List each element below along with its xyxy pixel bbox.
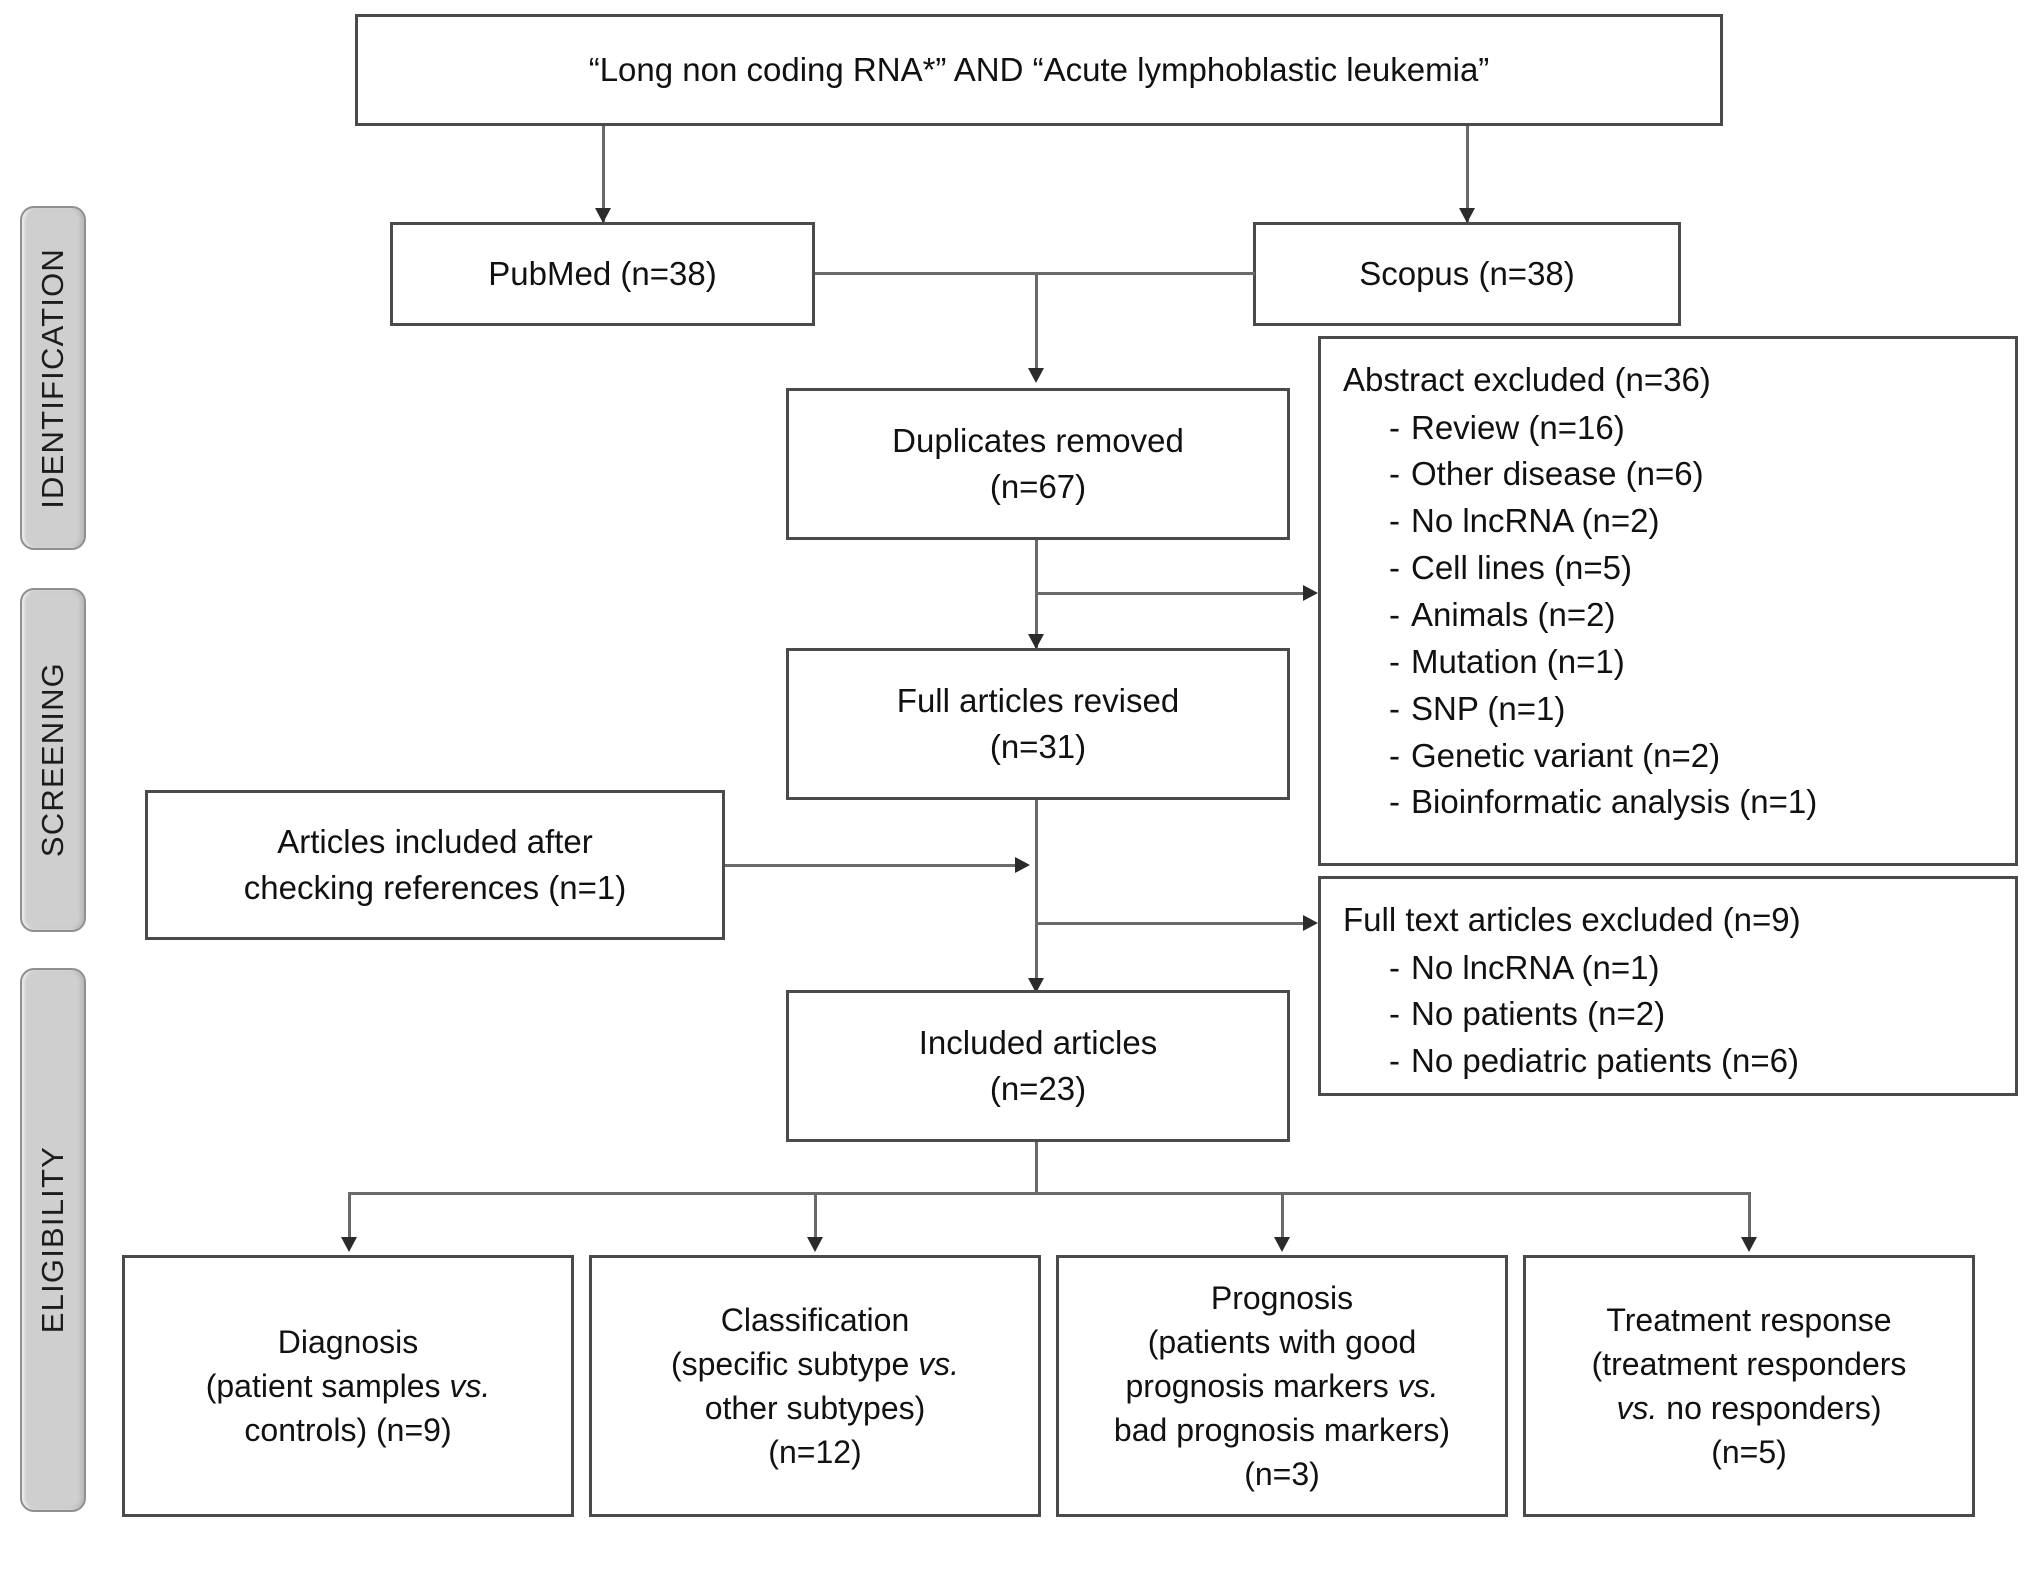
outcome-line: (specific subtype vs. bbox=[670, 1345, 960, 1382]
list-item: -Other disease (n=6) bbox=[1389, 455, 1704, 493]
outcome-line: controls) (n=9) bbox=[244, 1412, 452, 1449]
outcome-line: (n=3) bbox=[1244, 1456, 1320, 1493]
arrow-merge-to-duplicates bbox=[1028, 368, 1044, 383]
connector-included-to-fanout-vert bbox=[1035, 1142, 1038, 1194]
outcome-line: (n=5) bbox=[1711, 1434, 1787, 1471]
arrow-full-to-included bbox=[1028, 978, 1044, 993]
outcome-line: Diagnosis bbox=[277, 1323, 419, 1360]
source-label-pubmed: PubMed (n=38) bbox=[488, 255, 717, 293]
arrow-to-fulltext-excluded bbox=[1303, 915, 1318, 931]
arrow-duplicates-to-full bbox=[1028, 634, 1044, 649]
stage-bar-identification: IDENTIFICATION bbox=[20, 206, 86, 550]
arrow-fanout-to-diagnosis bbox=[341, 1237, 357, 1252]
connector-full-to-included-vert bbox=[1035, 800, 1038, 990]
connector-fanout-horiz bbox=[348, 1192, 1748, 1195]
outcome-line: prognosis markers vs. bbox=[1125, 1367, 1439, 1404]
list-item: -No patients (n=2) bbox=[1389, 995, 1666, 1033]
search-query-box: “Long non coding RNA*” AND “Acute lympho… bbox=[355, 14, 1723, 126]
list-item: -Review (n=16) bbox=[1389, 408, 1625, 446]
full-articles-revised-box: Full articles revised (n=31) bbox=[786, 648, 1290, 800]
source-box-scopus: Scopus (n=38) bbox=[1253, 222, 1681, 326]
outcome-line: vs. no responders) bbox=[1616, 1390, 1882, 1426]
list-item: -Mutation (n=1) bbox=[1389, 642, 1625, 680]
connector-references-to-trunk bbox=[725, 864, 1015, 867]
outcome-line: (n=12) bbox=[768, 1434, 862, 1471]
abstract-excluded-list: -Review (n=16) -Other disease (n=6) -No … bbox=[1343, 405, 1993, 827]
outcome-line: bad prognosis markers) bbox=[1113, 1412, 1451, 1449]
search-query-text: “Long non coding RNA*” AND “Acute lympho… bbox=[588, 51, 1490, 89]
outcome-line: (patient samples vs. bbox=[205, 1367, 491, 1404]
list-item: -SNP (n=1) bbox=[1389, 689, 1566, 727]
list-item: -No lncRNA (n=2) bbox=[1389, 502, 1660, 540]
outcome-line: Prognosis bbox=[1210, 1279, 1354, 1316]
list-item: -No pediatric patients (n=6) bbox=[1389, 1042, 1799, 1080]
references-included-line1: Articles included after bbox=[277, 823, 593, 861]
stage-bar-eligibility: ELIGIBILITY bbox=[20, 968, 86, 1512]
list-item: -No lncRNA (n=1) bbox=[1389, 948, 1660, 986]
arrow-fanout-to-classification bbox=[807, 1237, 823, 1252]
connector-fanout-to-treatment bbox=[1748, 1192, 1751, 1248]
arrow-fanout-to-treatment bbox=[1741, 1237, 1757, 1252]
list-item: -Bioinformatic analysis (n=1) bbox=[1389, 783, 1818, 821]
outcome-line: (patients with good bbox=[1147, 1323, 1417, 1360]
stage-label-screening: SCREENING bbox=[35, 662, 70, 858]
fulltext-excluded-box: Full text articles excluded (n=9) -No ln… bbox=[1318, 876, 2018, 1096]
fulltext-excluded-list: -No lncRNA (n=1) -No patients (n=2) -No … bbox=[1343, 945, 1993, 1086]
outcome-line: Classification bbox=[720, 1301, 910, 1338]
arrow-query-to-scopus bbox=[1459, 208, 1475, 223]
included-articles-line2: (n=23) bbox=[989, 1070, 1087, 1107]
included-articles-line1: Included articles bbox=[918, 1024, 1158, 1062]
stage-label-eligibility: ELIGIBILITY bbox=[35, 1146, 70, 1334]
abstract-excluded-box: Abstract excluded (n=36) -Review (n=16) … bbox=[1318, 336, 2018, 866]
arrow-to-abstract-excluded bbox=[1303, 585, 1318, 601]
full-articles-line2: (n=31) bbox=[989, 728, 1087, 765]
references-included-line2: checking references (n=1) bbox=[243, 869, 627, 906]
duplicates-removed-line1: Duplicates removed bbox=[892, 422, 1184, 460]
connector-branch-fulltext-excluded bbox=[1035, 922, 1303, 925]
list-item: -Cell lines (n=5) bbox=[1389, 549, 1633, 587]
abstract-excluded-heading: Abstract excluded (n=36) bbox=[1343, 361, 1711, 398]
included-articles-box: Included articles (n=23) bbox=[786, 990, 1290, 1142]
stage-label-identification: IDENTIFICATION bbox=[35, 247, 70, 509]
fulltext-excluded-heading: Full text articles excluded (n=9) bbox=[1343, 901, 1801, 938]
outcome-box-prognosis: Prognosis (patients with good prognosis … bbox=[1056, 1255, 1508, 1517]
arrow-query-to-pubmed bbox=[595, 208, 611, 223]
duplicates-removed-line2: (n=67) bbox=[989, 468, 1087, 505]
outcome-box-treatment-response: Treatment response (treatment responders… bbox=[1523, 1255, 1975, 1517]
duplicates-removed-box: Duplicates removed (n=67) bbox=[786, 388, 1290, 540]
outcome-box-classification: Classification (specific subtype vs. oth… bbox=[589, 1255, 1041, 1517]
outcome-box-diagnosis: Diagnosis (patient samples vs. controls)… bbox=[122, 1255, 574, 1517]
full-articles-line1: Full articles revised bbox=[896, 682, 1180, 720]
arrow-references-to-trunk bbox=[1015, 857, 1030, 873]
list-item: -Animals (n=2) bbox=[1389, 595, 1616, 633]
outcome-line: other subtypes) bbox=[704, 1390, 926, 1426]
connector-branch-abstract-excluded bbox=[1035, 592, 1303, 595]
references-included-box: Articles included after checking referen… bbox=[145, 790, 725, 940]
source-label-scopus: Scopus (n=38) bbox=[1359, 255, 1575, 293]
connector-fanout-to-prognosis bbox=[1281, 1192, 1284, 1248]
source-box-pubmed: PubMed (n=38) bbox=[390, 222, 815, 326]
connector-query-to-pubmed-vert bbox=[602, 126, 605, 222]
connector-query-to-scopus-vert bbox=[1466, 126, 1469, 222]
outcome-line: Treatment response bbox=[1606, 1301, 1892, 1338]
connector-fanout-to-diagnosis bbox=[348, 1192, 351, 1248]
outcome-line: (treatment responders bbox=[1591, 1345, 1907, 1382]
list-item: -Genetic variant (n=2) bbox=[1389, 736, 1721, 774]
stage-bar-screening: SCREENING bbox=[20, 588, 86, 932]
connector-merge-to-duplicates-vert bbox=[1035, 272, 1038, 376]
arrow-fanout-to-prognosis bbox=[1274, 1237, 1290, 1252]
connector-fanout-to-classification bbox=[814, 1192, 817, 1248]
